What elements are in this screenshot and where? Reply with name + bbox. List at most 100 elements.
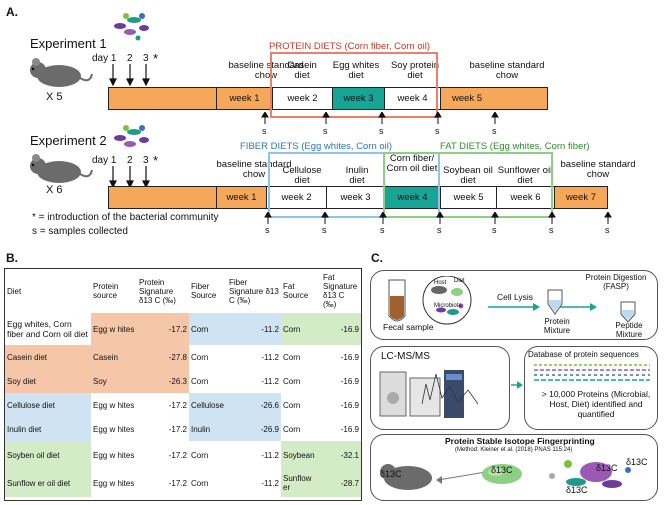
table-row: Sunflow er oil diet Egg w hites -17.2 Co…	[5, 469, 361, 497]
exp2-s7: s	[605, 225, 610, 235]
delta-microbe-1: δ13C	[596, 463, 618, 473]
digestion-label: Protein Digestion (FASP)	[585, 273, 647, 291]
fiber-diets-label: FIBER DIETS (Egg whites, Corn oil)	[240, 141, 393, 152]
exp2-header-baseline: baseline standard chow	[216, 159, 292, 181]
day-arrows-2	[109, 166, 150, 188]
delta-microbe-2: δ13C	[626, 457, 648, 467]
row-fat-source: Sunflow er	[283, 474, 312, 492]
panel-b-label: B.	[6, 251, 18, 265]
microbiota-icon	[114, 13, 149, 41]
row-protein-source: Egg w hites	[91, 469, 137, 497]
exp1-week-4: week 4	[384, 88, 440, 109]
mass-spectrometer-icon	[379, 370, 479, 418]
row-fiber-source: Cellulose	[191, 400, 224, 410]
row-diet: Egg whites, Corn fiber and Corn oil diet	[7, 319, 88, 339]
row-protein-source: Casein	[93, 352, 118, 362]
header-fat-signature: Fat Signature δ13 C (‰)	[323, 273, 358, 309]
exp2-s1: s	[265, 225, 270, 235]
diet-table: Diet Protein source Protein Signature δ1…	[5, 269, 361, 497]
mice-count-2: X 6	[46, 184, 63, 196]
row-fat-sig: -32.1	[340, 450, 359, 460]
exp1-s1: s	[262, 126, 267, 136]
sample-prep-box	[370, 270, 658, 340]
exp1-timeline: week 1 week 2 week 3 week 4 week 5	[108, 87, 548, 110]
row-fat-source: Soybean	[283, 450, 315, 460]
day-3: 3	[143, 53, 149, 64]
header-protein-signature: Protein Signature δ13 C (‰)	[139, 277, 176, 305]
exp2-s4: s	[437, 225, 442, 235]
exp2-week-1: week 1	[216, 187, 266, 208]
row-fiber-sig: -11.2	[227, 369, 281, 393]
row-fiber-source: Inulin	[191, 424, 211, 434]
exp2-sample-arrows	[264, 212, 612, 224]
exp2-week-6: week 6	[496, 187, 554, 208]
day-2-b: 2	[127, 155, 133, 166]
row-fat-source: Corn	[281, 417, 321, 441]
exp1-header-soy: Soy protein diet	[390, 60, 440, 82]
day-2: 2	[127, 53, 133, 64]
exp2-week-5: week 5	[440, 187, 496, 208]
exp1-header-baseline-2: baseline standard chow	[469, 60, 545, 82]
row-fat-source: Corn	[281, 313, 321, 345]
row-fiber-source: Corn	[189, 469, 227, 497]
row-fiber-sig: -11.2	[227, 345, 281, 369]
exp1-s3: s	[379, 126, 384, 136]
row-protein-source: Soy	[93, 376, 107, 386]
row-protein-sig: -17.2	[137, 441, 189, 469]
header-fiber-source: Fiber Source	[191, 282, 217, 300]
row-diet: Soyben oil diet	[7, 450, 60, 460]
arrow-icon	[511, 381, 523, 389]
exp1-header-egg: Egg whites diet	[332, 60, 380, 82]
sif-method: (Method: Kleiner et al. (2018) PNAS 115:…	[455, 447, 573, 453]
exp2-s2: s	[322, 225, 327, 235]
delta-diet: δ13C	[491, 465, 513, 475]
exp2-header-inulin: Inulin diet	[345, 165, 369, 187]
diet-table-frame: Diet Protein source Protein Signature δ1…	[4, 268, 362, 501]
experiment-1-title: Experiment 1	[30, 36, 107, 51]
row-fat-sig: -16.9	[321, 417, 361, 441]
panel-c-label: C.	[371, 251, 383, 265]
exp1-week-1: week 1	[216, 88, 272, 109]
header-diet: Diet	[7, 286, 22, 296]
row-diet: Soy diet	[7, 376, 36, 386]
exp1-s4: s	[435, 126, 440, 136]
row-protein-source: Egg w hites	[91, 441, 137, 469]
row-fat-sig: -28.7	[340, 478, 359, 488]
row-protein-source: Egg w hites	[91, 313, 137, 345]
row-fiber-source: Corn	[189, 441, 227, 469]
exp2-week-3: week 3	[326, 187, 384, 208]
mice-count: X 5	[46, 91, 63, 103]
protein-mixture-label: Protein Mixture	[543, 317, 571, 335]
sequence-text-icon	[534, 364, 650, 381]
exp2-header-baseline-2: baseline standard chow	[560, 159, 636, 181]
exp2-header-cellulose: Cellulose diet	[282, 165, 322, 187]
row-protein-source: Egg w hites	[91, 417, 137, 441]
row-fiber-sig: -11.2	[227, 441, 281, 469]
row-protein-sig: -27.8	[168, 352, 187, 362]
row-fiber-sig: -11.2	[227, 313, 281, 345]
sif-title: Protein Stable Isotope Fingerprinting	[445, 436, 595, 446]
protein-diets-bracket	[270, 52, 438, 118]
exp1-week-2: week 2	[272, 88, 332, 109]
exp2-timeline: week 1 week 2 week 3 week 4 week 5 week …	[108, 186, 608, 209]
row-fat-sig: -16.9	[321, 369, 361, 393]
row-fat-sig: -16.9	[321, 393, 361, 417]
row-fat-sig: -16.9	[321, 345, 361, 369]
row-protein-sig: -17.2	[137, 313, 189, 345]
exp2-header-sunflower: Sunflower oil diet	[497, 165, 553, 187]
header-fat-source: Fat Source	[283, 282, 309, 300]
mouse-icon-2	[30, 154, 93, 183]
exp2-s6: s	[549, 225, 554, 235]
exp1-s5: s	[492, 126, 497, 136]
fingerprint-illustration	[380, 460, 631, 490]
arrow-icon	[488, 303, 597, 311]
protein-tube-icon	[547, 289, 563, 315]
panel-a-label: A.	[6, 5, 18, 19]
row-fat-source: Corn	[281, 345, 321, 369]
asterisk-2: *	[153, 153, 159, 168]
fat-diets-label: FAT DIETS (Egg whites, Corn fiber)	[440, 141, 590, 152]
database-box	[524, 346, 658, 430]
delta-microbe-3: δ13C	[566, 485, 588, 495]
exp1-header-casein: Casein diet	[287, 60, 317, 82]
exp2-week-7: week 7	[554, 187, 607, 208]
